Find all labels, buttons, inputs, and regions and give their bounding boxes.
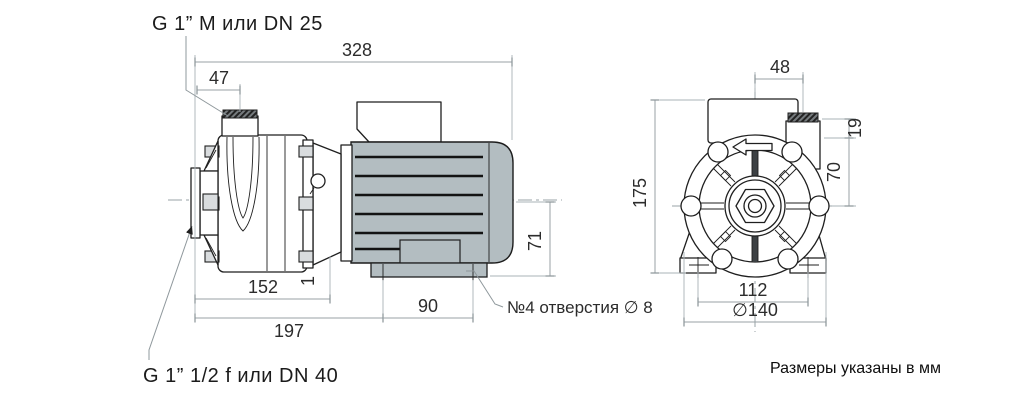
suction-port-label: G 1” 1/2 f или DN 40: [143, 365, 338, 387]
dim-47: 47: [196, 68, 241, 95]
discharge-leader: [185, 36, 229, 117]
dim-48-value: 48: [770, 57, 790, 77]
lantern-adapter: [312, 142, 353, 266]
dim-47-value: 47: [209, 68, 229, 88]
dim-152: 152: [194, 277, 331, 304]
dim-112: 112: [697, 272, 809, 307]
shaft-hub: [724, 175, 786, 237]
dim-152-value: 152: [248, 277, 278, 297]
shaft-nut: [202, 193, 219, 211]
discharge-port-side: [221, 109, 259, 137]
dim-1-value: 1: [298, 276, 318, 286]
volute-profile: [226, 136, 260, 232]
dim-1: 1: [298, 276, 318, 286]
motor-front-ring: [340, 144, 353, 262]
motor-base-plate: [370, 262, 488, 278]
suction-port-side: [190, 140, 219, 266]
tie-bolt: [298, 196, 314, 211]
pump-casing-side: [204, 134, 326, 273]
front-view: [672, 88, 842, 332]
casing-bolts-front: [680, 141, 830, 270]
dim-140-value: ∅140: [732, 300, 778, 320]
dim-328: 328: [194, 40, 513, 67]
dim-328-value: 328: [342, 40, 372, 60]
dim-19-value: 19: [845, 118, 865, 138]
dim-90: 90: [383, 296, 474, 323]
dim-175-value: 175: [630, 178, 650, 208]
motor-foot-block: [399, 239, 461, 264]
side-view: [168, 101, 562, 281]
dim-19: 19: [822, 118, 865, 139]
dim-140: ∅140: [683, 252, 827, 327]
terminal-box-side: [356, 101, 442, 143]
dim-70-value: 70: [824, 162, 844, 182]
holes-note-label: №4 отверстия ∅ 8: [507, 298, 653, 317]
adapter-housing: [312, 142, 342, 266]
suction-leader: [148, 225, 193, 360]
drain-plug: [310, 173, 326, 189]
dim-71-value: 71: [525, 231, 545, 251]
rotation-arrow-icon: [732, 138, 773, 156]
tie-bolt: [298, 250, 314, 263]
dim-48: 48: [754, 57, 804, 112]
dim-197: 197: [194, 313, 384, 341]
dim-71: 71: [490, 201, 556, 277]
dimensions: 328 47 152 1 197 90 71: [194, 40, 865, 341]
port-threaded-cap-front: [787, 112, 819, 123]
dim-90-value: 90: [418, 296, 438, 316]
callouts: G 1” M или DN 25 G 1” 1/2 f или DN 40 №4…: [143, 13, 941, 387]
holes-leader: [466, 270, 504, 308]
dim-112-value: 112: [739, 280, 768, 300]
dim-175: 175: [630, 99, 705, 274]
shaft-hexagon: [735, 188, 775, 224]
discharge-port-label: G 1” M или DN 25: [152, 13, 323, 35]
discharge-tube: [221, 115, 259, 137]
units-note: Размеры указаны в мм: [770, 360, 941, 377]
suction-flange: [190, 167, 201, 239]
dim-197-value: 197: [274, 321, 304, 341]
tie-bolt: [298, 145, 314, 158]
radial-ribs: [699, 150, 811, 262]
dim-70: 70: [824, 138, 856, 207]
motor-side: [350, 101, 514, 281]
